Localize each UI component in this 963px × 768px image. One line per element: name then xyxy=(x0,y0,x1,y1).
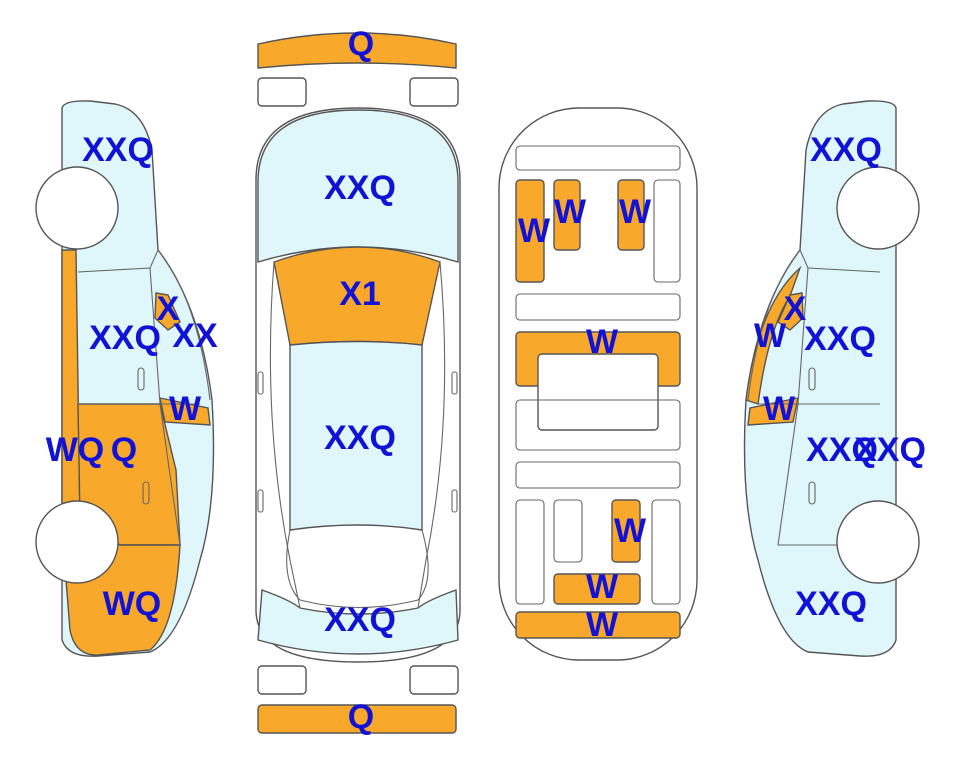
label-rear-bumper: Q xyxy=(348,698,374,736)
rear-left-taillight xyxy=(257,665,307,695)
right-rear-handle xyxy=(808,481,816,505)
trunk-slot-1 xyxy=(515,179,545,283)
front-bumper-shape xyxy=(257,32,457,69)
left-sill-shape xyxy=(159,397,211,426)
trunk-slot-7 xyxy=(611,499,641,563)
right-sill-shape xyxy=(747,397,799,426)
trunk-bar-6 xyxy=(515,611,681,639)
label-trunk-3: W xyxy=(619,193,652,231)
trunk-view xyxy=(498,107,698,661)
right-rear-wheel xyxy=(836,500,920,584)
label-rear-window: XXQ xyxy=(324,601,396,639)
label-left-sill: W xyxy=(169,390,202,428)
trunk-slot-3 xyxy=(617,179,645,251)
right-front-wheel xyxy=(836,166,920,250)
trunk-bar-4 xyxy=(515,461,681,489)
car-top-left-edge xyxy=(269,261,301,609)
left-pillar-line xyxy=(157,249,211,401)
trunk-top-bar xyxy=(515,145,681,171)
left-rocker-panel xyxy=(61,249,81,521)
mirror-left-top xyxy=(257,371,264,395)
rear-bumper-shape xyxy=(257,704,457,734)
right-a-pillar-shape xyxy=(745,267,801,405)
trunk-bar-5 xyxy=(553,573,641,605)
label-front-bumper: Q xyxy=(348,25,374,63)
rear-right-taillight xyxy=(409,665,459,695)
right-door-line-2 xyxy=(777,267,809,546)
label-trunk-6: W xyxy=(586,568,619,606)
label-left-a-pillar: XX xyxy=(172,317,218,355)
right-mirror-shape xyxy=(777,292,804,331)
damage-labels: Q Q XXQ X1 XXQ XXQ XXQ XXQ X XX W WQ Q W… xyxy=(46,25,926,736)
trunk-slot-2 xyxy=(553,179,581,251)
label-right-sill: W xyxy=(763,390,796,428)
right-side-view xyxy=(743,100,920,657)
label-right-front-fender: XXQ xyxy=(810,131,882,169)
label-right-mirror: X xyxy=(784,290,807,328)
left-front-wheel xyxy=(35,166,119,250)
left-side-view xyxy=(35,100,215,657)
label-trunk-7: W xyxy=(586,606,619,644)
right-front-handle xyxy=(808,367,816,391)
label-trunk-2: W xyxy=(554,193,587,231)
left-rear-wheel xyxy=(35,500,119,584)
label-trunk-1: W xyxy=(518,212,551,250)
trunk-slot-5 xyxy=(515,499,545,605)
top-view xyxy=(255,32,461,734)
label-left-front-door: XXQ xyxy=(89,319,161,357)
left-front-handle xyxy=(137,367,145,391)
label-hood: X1 xyxy=(339,275,381,313)
label-left-rear-door: Q xyxy=(111,431,137,469)
label-right-rear-door-2: XXQ xyxy=(854,431,926,469)
front-left-headlight xyxy=(257,77,307,107)
mirror-right-top xyxy=(451,371,458,395)
label-trunk-4: W xyxy=(586,323,619,361)
left-door-line-2 xyxy=(149,267,181,546)
left-mirror-shape xyxy=(154,292,181,331)
label-left-rear-quarter: WQ xyxy=(103,585,162,623)
trunk-bar-2 xyxy=(515,293,681,321)
mirror-left-top-2 xyxy=(257,489,264,513)
front-right-headlight xyxy=(409,77,459,107)
car-top-right-edge xyxy=(417,261,446,609)
label-right-rear-door: XXQ xyxy=(806,431,878,469)
right-pillar-line xyxy=(747,249,801,401)
rear-window-shape xyxy=(257,589,459,655)
label-right-rear-quarter: XXQ xyxy=(795,585,867,623)
label-left-mirror: X xyxy=(157,290,180,328)
label-left-front-fender: XXQ xyxy=(82,131,154,169)
car-top-roof-arc xyxy=(286,529,429,608)
label-right-front-door: XXQ xyxy=(804,320,876,358)
mirror-right-top-2 xyxy=(451,489,458,513)
trunk-slot-8 xyxy=(651,499,681,605)
label-left-rocker: WQ xyxy=(46,431,105,469)
label-trunk-5: W xyxy=(614,512,647,550)
trunk-center-box xyxy=(537,353,659,431)
label-right-a-pillar: W xyxy=(754,317,787,355)
label-roof: XXQ xyxy=(324,419,396,457)
label-windshield: XXQ xyxy=(324,169,396,207)
left-rear-handle xyxy=(142,481,150,505)
trunk-slot-6 xyxy=(553,499,583,563)
trunk-bar-3 xyxy=(515,399,681,451)
trunk-slot-4 xyxy=(653,179,681,283)
